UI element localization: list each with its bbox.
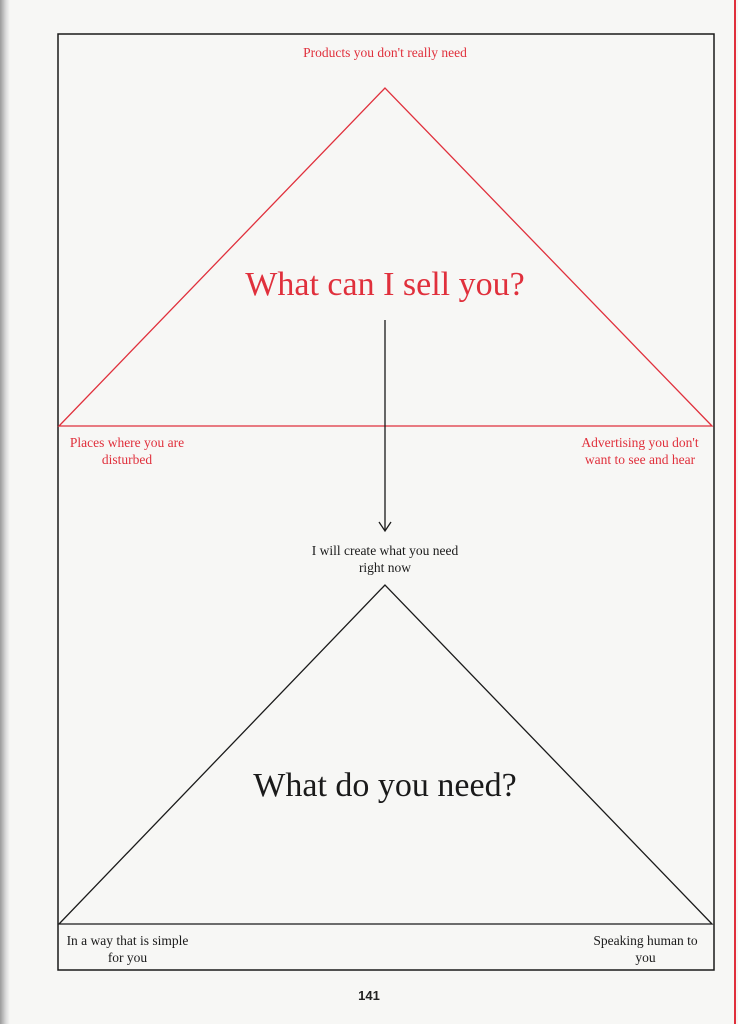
top-apex-label: Products you don't really need xyxy=(303,45,467,60)
page-number: 141 xyxy=(358,988,380,1003)
arrow-head-icon xyxy=(378,521,392,533)
bottom-left-label: In a way that is simple for you xyxy=(66,933,189,965)
bottom-triangle xyxy=(57,584,714,925)
top-title: What can I sell you? xyxy=(245,266,525,303)
book-gutter-shadow xyxy=(0,0,10,1024)
frame-border xyxy=(57,33,715,971)
bottom-right-label: Speaking human to you xyxy=(593,933,698,965)
bottom-apex-label: I will create what you need right now xyxy=(311,543,459,575)
page-edge-red-line xyxy=(734,0,736,1024)
top-left-label: Places where you are disturbed xyxy=(69,435,185,467)
bottom-title: What do you need? xyxy=(253,767,517,804)
top-right-label: Advertising you don't want to see and he… xyxy=(581,435,699,467)
